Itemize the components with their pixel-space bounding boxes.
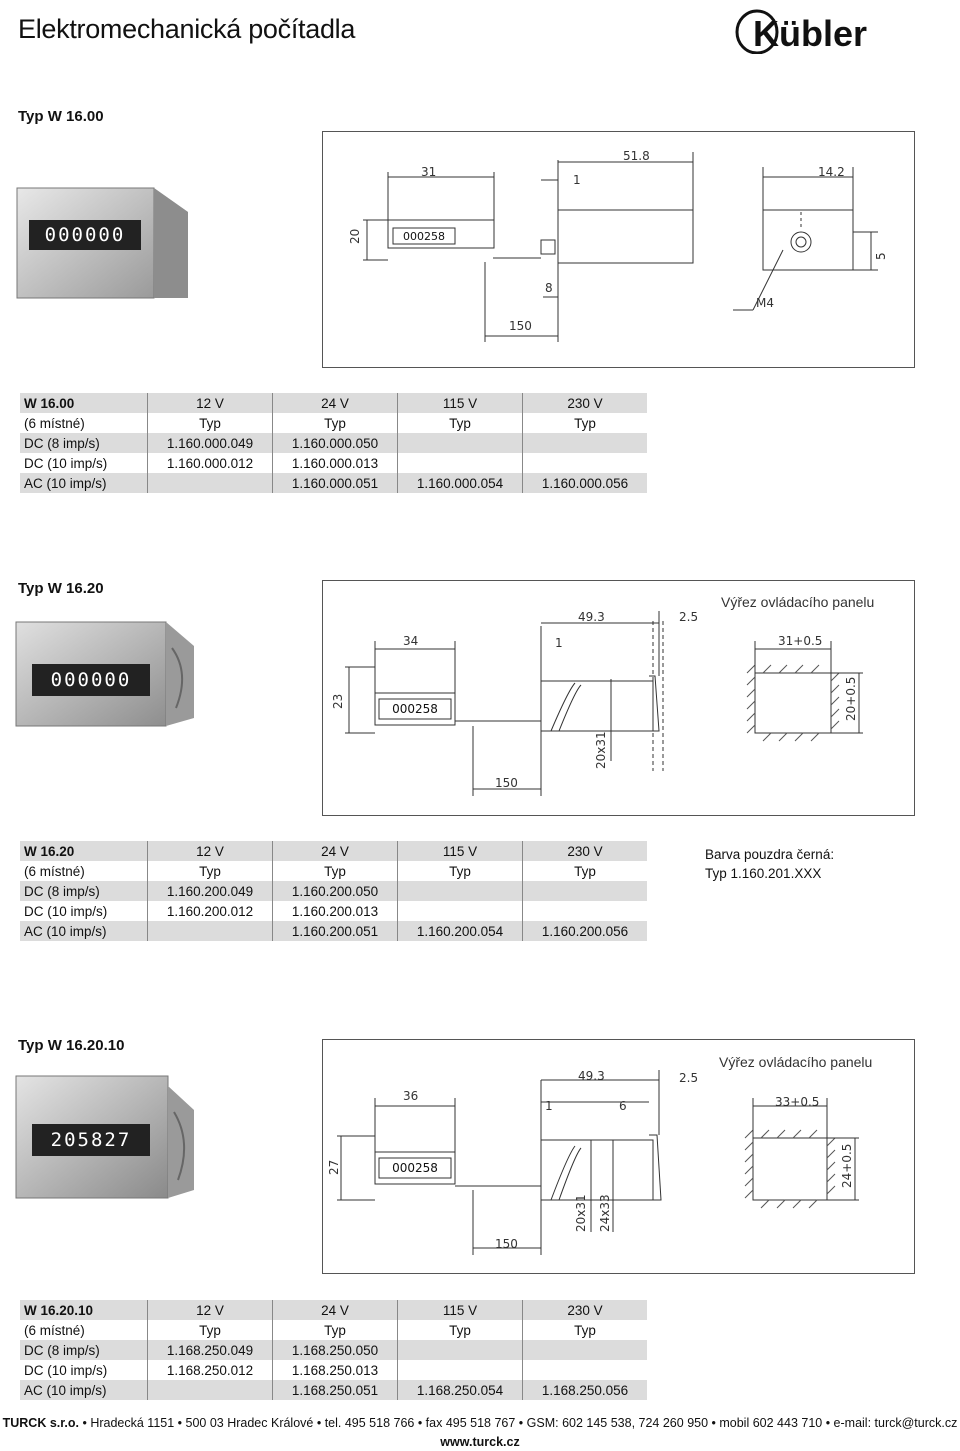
counter-display: 205827 (50, 1129, 132, 1151)
footer-contact: TURCK s.r.o. • Hradecká 1151 • 500 03 Hr… (0, 1416, 960, 1430)
dim-5: 5 (874, 252, 888, 260)
footer-company: TURCK s.r.o. (2, 1416, 80, 1430)
footer-web[interactable]: www.turck.cz (440, 1435, 520, 1449)
product-photo-w162010: 205827 (12, 1072, 197, 1202)
dim-27: 27 (327, 1160, 341, 1175)
dim-2-5: 2.5 (679, 610, 698, 624)
drawing-display-label: 000258 (392, 702, 438, 716)
table-header-row: W 16.20.10 12 V 24 V 115 V 230 V (20, 1300, 647, 1320)
dim-34: 34 (403, 634, 418, 648)
dim-24x33: 24x33 (598, 1194, 612, 1232)
dim-1: 1 (573, 173, 581, 187)
dim-20-tol: 20+0.5 (844, 677, 858, 721)
note-line-1: Barva pouzdra černá: (705, 847, 835, 862)
table-header-row: W 16.20 12 V 24 V 115 V 230 V (20, 841, 647, 861)
technical-drawing-w1620: 34 49.3 1 2.5 23 20x31 150 31+0.5 20+0.5… (322, 580, 915, 816)
dim-150: 150 (495, 776, 518, 790)
dim-31: 31 (421, 165, 436, 179)
dim-31-tol: 31+0.5 (778, 634, 822, 648)
spec-table-w1600: W 16.00 12 V 24 V 115 V 230 V (6 místné)… (20, 393, 647, 493)
note-line-2: Typ 1.160.201.XXX (705, 866, 822, 881)
dim-1: 1 (545, 1099, 553, 1113)
dim-23: 23 (331, 694, 345, 709)
dim-49-3: 49.3 (578, 610, 605, 624)
dim-20: 20 (348, 229, 362, 244)
technical-drawing-w1600: 31 51.8 1 14.2 20 8 150 M4 5 000258 (322, 131, 915, 368)
dim-49-3: 49.3 (578, 1069, 605, 1083)
table-row: DC (10 imp/s) 1.160.200.012 1.160.200.01… (20, 901, 647, 921)
dim-150: 150 (495, 1237, 518, 1251)
dim-14-2: 14.2 (818, 165, 845, 179)
table-row: AC (10 imp/s) 1.160.200.051 1.160.200.05… (20, 921, 647, 941)
table-row: DC (8 imp/s) 1.168.250.049 1.168.250.050 (20, 1340, 647, 1360)
table-row: AC (10 imp/s) 1.160.000.051 1.160.000.05… (20, 473, 647, 493)
table-row: DC (8 imp/s) 1.160.000.049 1.160.000.050 (20, 433, 647, 453)
page-title: Elektromechanická počítadla (18, 14, 356, 44)
dim-1: 1 (555, 636, 563, 650)
table-subheader-row: (6 místné) Typ Typ Typ Typ (20, 1320, 647, 1340)
spec-table-w1620: W 16.20 12 V 24 V 115 V 230 V (6 místné)… (20, 841, 647, 941)
dim-33-tol: 33+0.5 (775, 1095, 819, 1109)
counter-display: 000000 (50, 669, 132, 691)
dim-20x31: 20x31 (594, 731, 608, 769)
svg-text:Kübler: Kübler (753, 13, 867, 54)
table-subheader-row: (6 místné) Typ Typ Typ Typ (20, 413, 647, 433)
table-row: DC (8 imp/s) 1.160.200.049 1.160.200.050 (20, 881, 647, 901)
counter-display: 000000 (44, 224, 126, 246)
panel-cutout-label: Výřez ovládacího panelu (721, 594, 875, 610)
panel-cutout-label: Výřez ovládacího panelu (719, 1054, 873, 1070)
spec-table-w162010: W 16.20.10 12 V 24 V 115 V 230 V (6 míst… (20, 1300, 647, 1400)
section-title-w162010: Typ W 16.20.10 (18, 1037, 125, 1054)
footer-address: • Hradecká 1151 • 500 03 Hradec Králové … (79, 1416, 958, 1430)
table-row: DC (10 imp/s) 1.168.250.012 1.168.250.01… (20, 1360, 647, 1380)
dim-51-8: 51.8 (623, 149, 650, 163)
dim-150: 150 (509, 319, 532, 333)
drawing-display-label: 000258 (403, 230, 445, 243)
dim-24-tol: 24+0.5 (840, 1144, 854, 1188)
table-row: AC (10 imp/s) 1.168.250.051 1.168.250.05… (20, 1380, 647, 1400)
drawing-display-label: 000258 (392, 1161, 438, 1175)
section-title-w1620: Typ W 16.20 (18, 580, 104, 597)
table-subheader-row: (6 místné) Typ Typ Typ Typ (20, 861, 647, 881)
dim-20x31: 20x31 (574, 1194, 588, 1232)
dim-6: 6 (619, 1099, 627, 1113)
section-title-w1600: Typ W 16.00 (18, 108, 104, 125)
dim-m4: M4 (756, 296, 774, 310)
product-photo-w1620: 000000 (12, 618, 197, 730)
technical-drawing-w162010: 36 49.3 1 6 2.5 27 20x31 24x33 150 33+0.… (322, 1039, 915, 1274)
table-header-row: W 16.00 12 V 24 V 115 V 230 V (20, 393, 647, 413)
kubler-logo: Kübler (735, 6, 915, 55)
dim-36: 36 (403, 1089, 418, 1103)
dim-2-5: 2.5 (679, 1071, 698, 1085)
dim-8: 8 (545, 281, 553, 295)
color-variant-note: Barva pouzdra černá: Typ 1.160.201.XXX (705, 845, 834, 883)
product-photo-w1600: 000000 (12, 180, 197, 305)
table-row: DC (10 imp/s) 1.160.000.012 1.160.000.01… (20, 453, 647, 473)
